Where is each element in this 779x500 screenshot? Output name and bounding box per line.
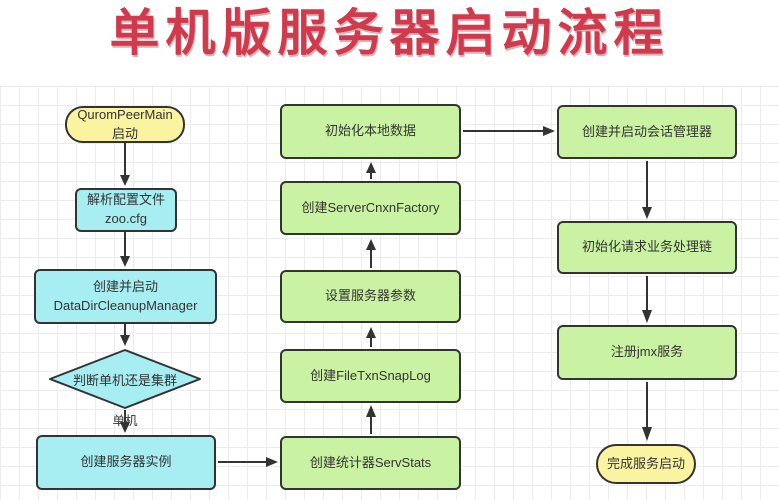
node-init-local-data: 初始化本地数据 bbox=[280, 104, 461, 159]
diamond-shape bbox=[49, 349, 201, 409]
node-register-jmx: 注册jmx服务 bbox=[557, 325, 737, 380]
node-request-chain: 初始化请求业务处理链 bbox=[557, 221, 737, 274]
node-create-snaplog: 创建FileTxnSnapLog bbox=[280, 349, 461, 403]
node-cleanup-manager: 创建并启动 DataDirCleanupManager bbox=[34, 269, 217, 324]
page-title: 单机版服务器启动流程 bbox=[109, 5, 670, 61]
node-set-params: 设置服务器参数 bbox=[280, 270, 461, 323]
node-parse-config: 解析配置文件 zoo.cfg bbox=[75, 188, 177, 232]
node-create-cnxn-factory: 创建ServerCnxnFactory bbox=[280, 181, 461, 235]
node-start: QuromPeerMain 启动 bbox=[65, 106, 185, 143]
node-session-manager: 创建并启动会话管理器 bbox=[557, 105, 737, 159]
decision-label: 判断单机还是集群 bbox=[72, 372, 177, 388]
node-create-instance: 创建服务器实例 bbox=[36, 435, 216, 490]
node-create-stats: 创建统计器ServStats bbox=[280, 436, 461, 490]
edge-label-standalone: 单机 bbox=[112, 414, 138, 428]
node-decision-mode: 判断单机还是集群 bbox=[47, 348, 203, 410]
node-finish: 完成服务启动 bbox=[596, 444, 696, 484]
